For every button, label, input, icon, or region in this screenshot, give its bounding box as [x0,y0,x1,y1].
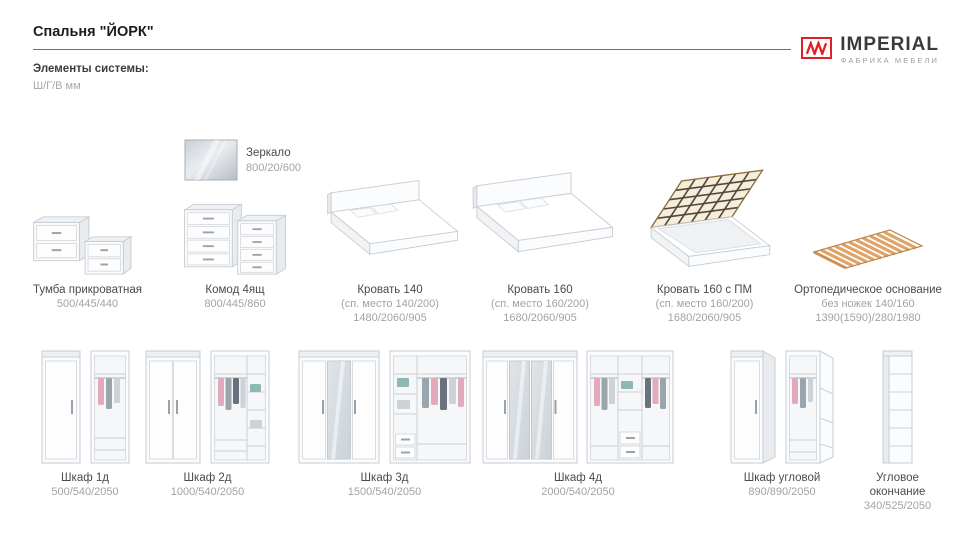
wardrobe-4d-illustration [480,348,676,466]
card-wardrobe-3d: Шкаф 3д 1500/540/2050 [292,348,477,499]
product-name: Шкаф 4д [554,472,602,484]
product-subtitle: (сп. место 140/200) [341,298,439,310]
product-dimensions: 800/445/860 [204,298,266,310]
system-elements-label: Элементы системы: [33,63,149,75]
mirror-label: Зеркало 800/20/600 [246,146,301,176]
bed-160-lift-illustration [622,125,787,278]
card-bedside-table: Тумба прикроватная 500/445/440 [10,125,165,311]
product-name: Шкаф 3д [360,472,409,484]
product-name: Угловое окончание [869,472,926,498]
brand-tagline: ФАБРИКА МЕБЕЛИ [840,56,939,65]
brand-mm-icon [801,37,833,59]
product-dimensions: 1680/2060/905 [503,312,577,324]
product-name: Тумба прикроватная [33,284,142,296]
dimensions-note: Ш/Г/В мм [33,80,81,92]
product-name: Шкаф 2д [183,472,232,484]
header-divider [33,49,938,50]
mirror-illustration [184,139,238,181]
page-title: Спальня "ЙОРК" [33,24,154,40]
product-dimensions: 500/445/440 [56,298,119,310]
card-wardrobe-1d: Шкаф 1д 500/540/2050 [20,348,150,499]
product-subtitle: (сп. место 160/200) [655,298,754,310]
product-subtitle: без ножек 140/160 [821,298,915,310]
product-name: Комод 4ящ [205,284,265,296]
product-dimensions: 1500/540/2050 [347,486,422,498]
card-bed-160: Кровать 160 (сп. место 160/200) 1680/206… [460,125,620,325]
card-bed-140: Кровать 140 (сп. место 140/200) 1480/206… [310,125,470,325]
card-wardrobe-4d: Шкаф 4д 2000/540/2050 [480,348,676,499]
wardrobe-1d-illustration [20,348,150,466]
mirror-name: Зеркало [246,147,291,159]
bed-140-illustration [310,125,470,278]
product-name: Кровать 160 с ПМ [656,284,753,296]
product-subtitle: (сп. место 160/200) [491,298,589,310]
card-wardrobe-2d: Шкаф 2д 1000/540/2050 [140,348,275,499]
wardrobe-2d-illustration [140,348,275,466]
product-dimensions: 1390(1590)/280/1980 [815,312,921,324]
brand-logo: IMPERIAL ФАБРИКА МЕБЕЛИ [791,32,939,68]
product-name: Кровать 140 [357,284,423,296]
product-dimensions: 500/540/2050 [51,486,119,498]
wardrobe-3d-illustration [292,348,477,466]
bed-160-illustration [460,125,620,278]
card-bed-160-lift: Кровать 160 с ПМ (сп. место 160/200) 168… [622,125,787,325]
card-corner-end: Угловое окончание 340/525/2050 [860,348,935,513]
product-dimensions: 1680/2060/905 [667,312,742,324]
product-name: Шкаф угловой [743,472,821,484]
product-dimensions: 2000/540/2050 [541,486,615,498]
wardrobe-corner-illustration [722,348,842,466]
card-wardrobe-corner: Шкаф угловой 890/890/2050 [722,348,842,499]
mirror-dimensions: 800/20/600 [246,162,302,174]
product-dimensions: 340/525/2050 [863,500,932,512]
corner-end-illustration [860,348,935,466]
product-dimensions: 1000/540/2050 [170,486,245,498]
bedside-tables-illustration [10,125,165,278]
product-name: Ортопедическое основание [794,284,942,296]
dresser-illustration [170,125,300,278]
product-name: Кровать 160 [507,284,573,296]
card-dresser: Зеркало 800/20/600 Комод 4ящ 800/445/860 [170,125,301,311]
brand-text: IMPERIAL ФАБРИКА МЕБЕЛИ [840,34,939,66]
brand-name: IMPERIAL [840,34,939,55]
product-name: Шкаф 1д [61,472,109,484]
ortho-base-illustration [792,125,944,278]
card-ortho-base: Ортопедическое основание без ножек 140/1… [792,125,944,325]
product-dimensions: 1480/2060/905 [353,312,427,324]
product-dimensions: 890/890/2050 [748,486,816,498]
